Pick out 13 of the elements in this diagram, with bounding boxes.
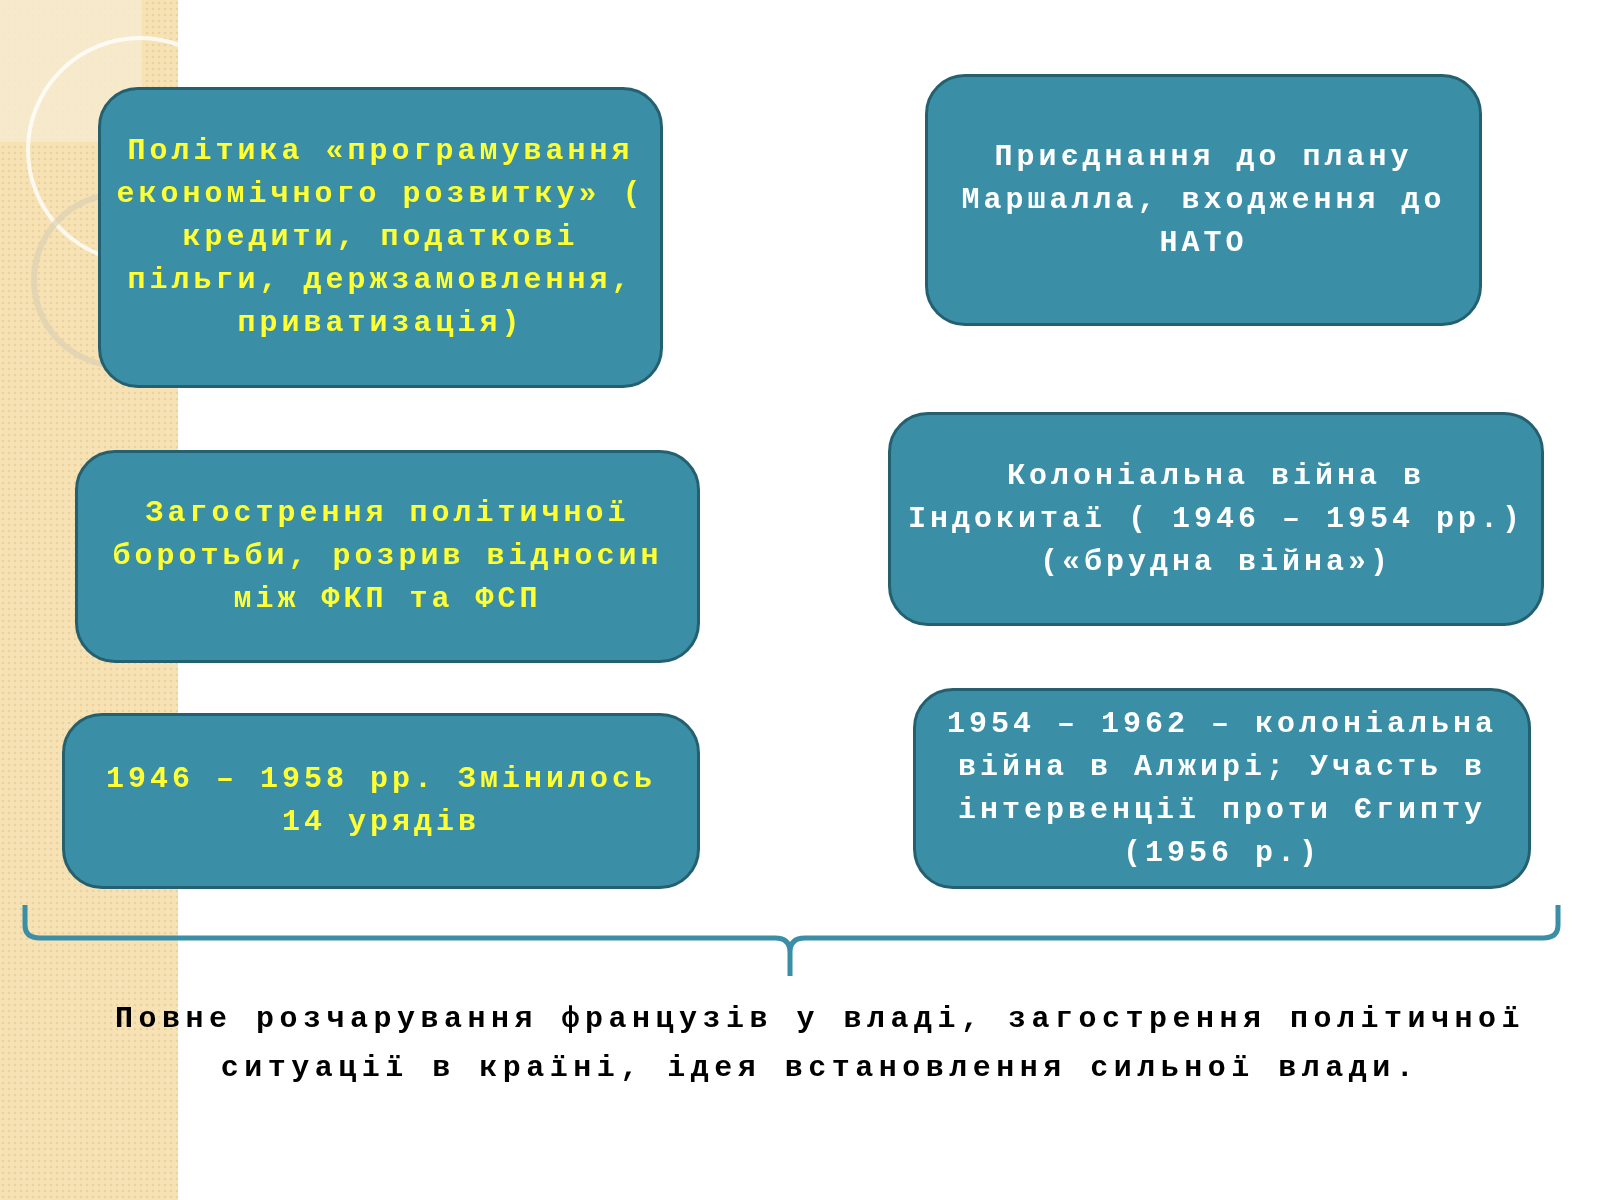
box-text: Політика «програмування економічного розвитку» ( кредити, податкові пільги, держзамовлення, приватизація) — [115, 133, 646, 342]
box-text: 1946 – 1958 рр. Змінилось 14 урядів — [104, 761, 658, 841]
box-text: 1954 – 1962 – колоніальна війна в Алжирі; Участь в інтервенції проти Єгипту (1956 р.) — [945, 705, 1499, 872]
box-text: Приєднання до плану Маршалла, входження до НАТО — [960, 138, 1447, 262]
box-text: Колоніальна війна в Індокитаї ( 1946 – 1954 рр.) («брудна війна») — [906, 457, 1526, 581]
text-box — [888, 412, 1544, 626]
text-box — [75, 450, 700, 663]
text-box — [62, 713, 700, 889]
text-box — [913, 688, 1531, 889]
conclusion-text: Повне розчарування французів у владі, загострення політичної ситуації в країні, ідея встановлення сильної влади. — [113, 1001, 1527, 1087]
text-box — [98, 87, 663, 388]
box-text: Загострення політичної боротьби, розрив відносин між ФКП та ФСП — [111, 495, 664, 618]
text-box — [925, 74, 1482, 326]
